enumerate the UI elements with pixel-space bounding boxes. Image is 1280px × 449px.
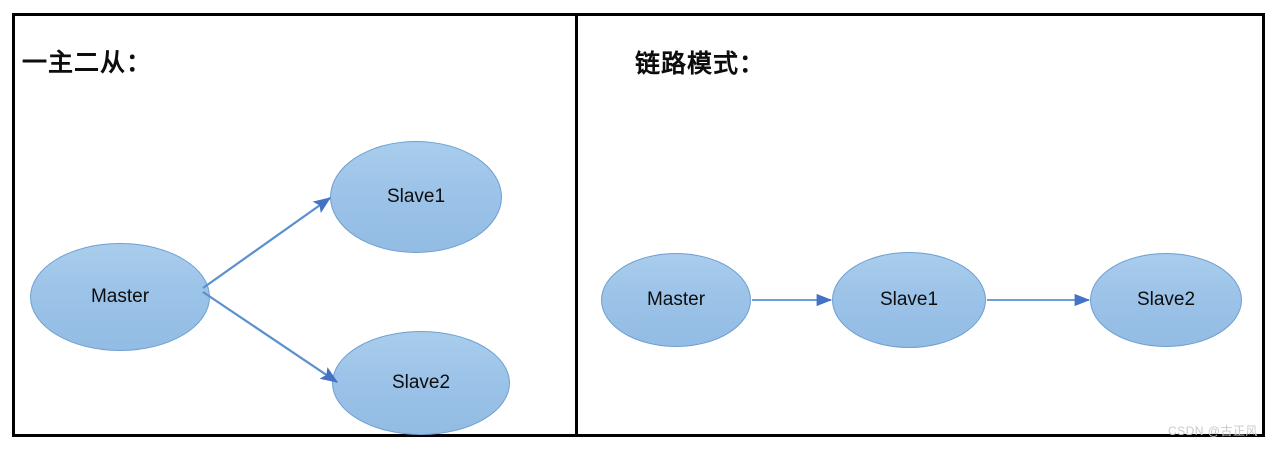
node-label: Slave1 <box>879 289 939 310</box>
node-left-slave1[interactable]: Slave1 <box>330 141 502 253</box>
node-label: Master <box>646 289 706 310</box>
node-label: Slave2 <box>1136 289 1196 310</box>
node-label: Slave1 <box>386 186 446 207</box>
node-label: Slave2 <box>391 372 451 393</box>
node-left-master[interactable]: Master <box>30 243 210 351</box>
panel-title-right: 链路模式： <box>635 50 766 78</box>
node-label: Master <box>90 286 150 307</box>
node-right-slave1[interactable]: Slave1 <box>832 252 986 348</box>
watermark: CSDN @古正风 <box>1167 424 1258 438</box>
panel-divider <box>575 13 578 437</box>
panel-chain-mode: 链路模式： <box>578 13 1265 437</box>
node-right-master[interactable]: Master <box>601 253 751 347</box>
panel-title-left: 一主二从： <box>22 49 153 77</box>
node-left-slave2[interactable]: Slave2 <box>332 331 510 435</box>
node-right-slave2[interactable]: Slave2 <box>1090 253 1242 347</box>
panel-one-master-two-slaves: 一主二从： <box>12 13 578 437</box>
